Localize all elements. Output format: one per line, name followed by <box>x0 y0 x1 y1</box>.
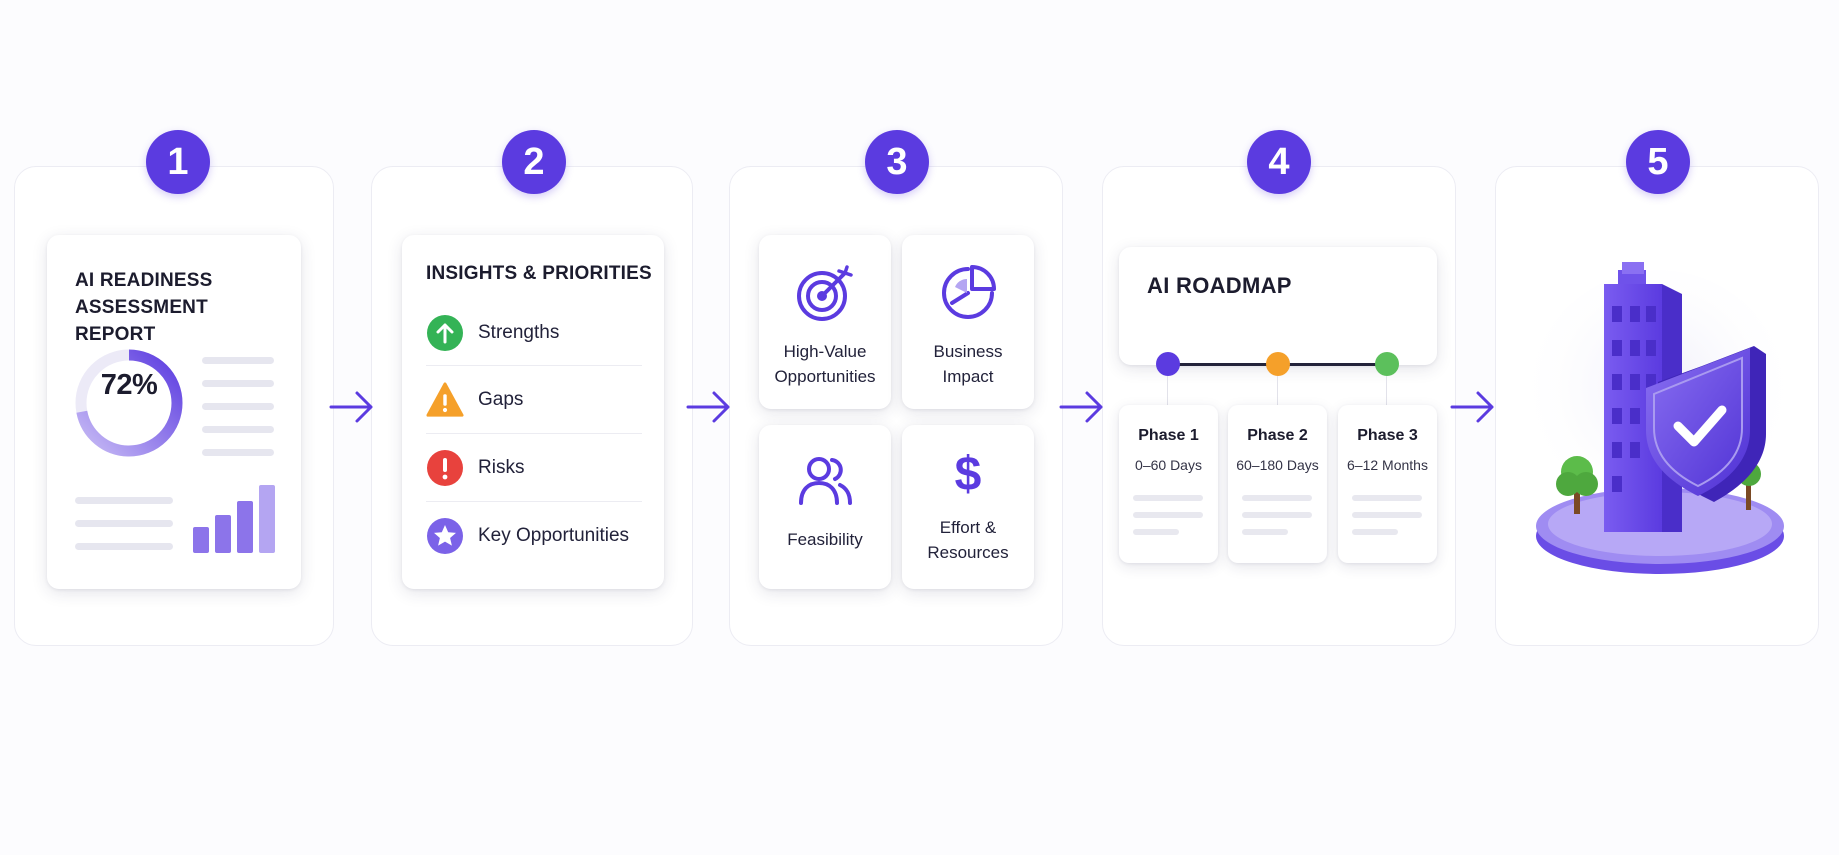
text-placeholder-line <box>1242 529 1288 535</box>
phase-name: Phase 3 <box>1357 427 1418 444</box>
text-placeholder-line <box>75 520 173 527</box>
divider <box>426 365 642 366</box>
text-placeholder-line <box>1352 495 1422 501</box>
roadmap-title: AI ROADMAP <box>1147 273 1292 298</box>
tile-business-impact: Business Impact <box>902 235 1034 409</box>
timeline-connector <box>1277 376 1278 405</box>
timeline-dot-phase-1 <box>1156 352 1180 376</box>
arrow-right-icon <box>329 391 373 423</box>
divider <box>426 501 642 502</box>
arrow-right-icon <box>686 391 730 423</box>
phase-card-3: Phase 3 6–12 Months <box>1338 405 1437 563</box>
bar-chart-icon <box>193 485 275 553</box>
divider <box>426 433 642 434</box>
arrow-up-icon <box>426 314 464 352</box>
pie-chart-icon <box>902 263 1034 323</box>
text-placeholder-line <box>1133 495 1203 501</box>
readiness-report-card: AI READINESS ASSESSMENT REPORT 72% <box>47 235 301 589</box>
insights-title: INSIGHTS & PRIORITIES <box>426 263 652 284</box>
tile-high-value-opportunities: High-Value Opportunities <box>759 235 891 409</box>
text-placeholder-line <box>202 357 274 364</box>
insight-label: Risks <box>478 457 525 478</box>
arrow-right-icon <box>1450 391 1494 423</box>
phase-duration: 0–60 Days <box>1135 457 1202 473</box>
phase-name: Phase 1 <box>1138 427 1199 444</box>
text-placeholder-line <box>1242 512 1312 518</box>
phase-duration: 60–180 Days <box>1236 457 1319 473</box>
timeline-connector <box>1167 376 1168 405</box>
timeline-dot-phase-2 <box>1266 352 1290 376</box>
tile-feasibility: Feasibility <box>759 425 891 589</box>
timeline-connector <box>1386 376 1387 405</box>
phase-card-2: Phase 2 60–180 Days <box>1228 405 1327 563</box>
target-icon <box>759 263 891 323</box>
text-placeholder-line <box>202 426 274 433</box>
insight-label: Gaps <box>478 389 524 410</box>
text-placeholder-line <box>202 403 274 410</box>
phase-name: Phase 2 <box>1247 427 1308 444</box>
text-placeholder-line <box>1352 529 1398 535</box>
text-placeholder-line <box>1133 529 1179 535</box>
dollar-icon: $ <box>954 448 982 501</box>
step-number-badge: 5 <box>1626 130 1690 194</box>
tile-label: Effort & Resources <box>927 518 1009 562</box>
text-placeholder-line <box>202 380 274 387</box>
secure-building-icon <box>1528 262 1788 574</box>
text-placeholder-line <box>1242 495 1312 501</box>
score-ring <box>75 349 183 457</box>
insight-item-gaps: Gaps <box>426 379 642 421</box>
step-number-badge: 2 <box>502 130 566 194</box>
insight-item-strengths: Strengths <box>426 312 642 354</box>
text-placeholder-line <box>75 497 173 504</box>
tile-label: High-Value Opportunities <box>774 342 876 386</box>
insights-card: INSIGHTS & PRIORITIES Strengths Gaps Ris… <box>402 235 664 589</box>
step-number-badge: 3 <box>865 130 929 194</box>
users-icon <box>759 453 891 507</box>
star-icon <box>426 517 464 555</box>
roadmap-header-card: AI ROADMAP <box>1119 247 1437 365</box>
timeline-dot-phase-3 <box>1375 352 1399 376</box>
alert-icon <box>426 449 464 487</box>
text-placeholder-line <box>1352 512 1422 518</box>
insight-label: Strengths <box>478 322 560 343</box>
insight-item-key-opportunities: Key Opportunities <box>426 515 642 557</box>
step-number-badge: 4 <box>1247 130 1311 194</box>
insight-label: Key Opportunities <box>478 525 630 546</box>
insight-item-risks: Risks <box>426 447 642 489</box>
step-number-badge: 1 <box>146 130 210 194</box>
text-placeholder-line <box>202 449 274 456</box>
tile-label: Feasibility <box>787 530 863 549</box>
warning-icon <box>426 381 464 419</box>
score-percentage: 72% <box>100 369 158 401</box>
phase-card-1: Phase 1 0–60 Days <box>1119 405 1218 563</box>
text-placeholder-line <box>75 543 173 550</box>
tile-effort-resources: $ Effort & Resources <box>902 425 1034 589</box>
arrow-right-icon <box>1059 391 1103 423</box>
tile-label: Business Impact <box>933 342 1003 386</box>
text-placeholder-line <box>1133 512 1203 518</box>
phase-duration: 6–12 Months <box>1347 457 1428 473</box>
report-title: AI READINESS ASSESSMENT REPORT <box>75 270 213 345</box>
